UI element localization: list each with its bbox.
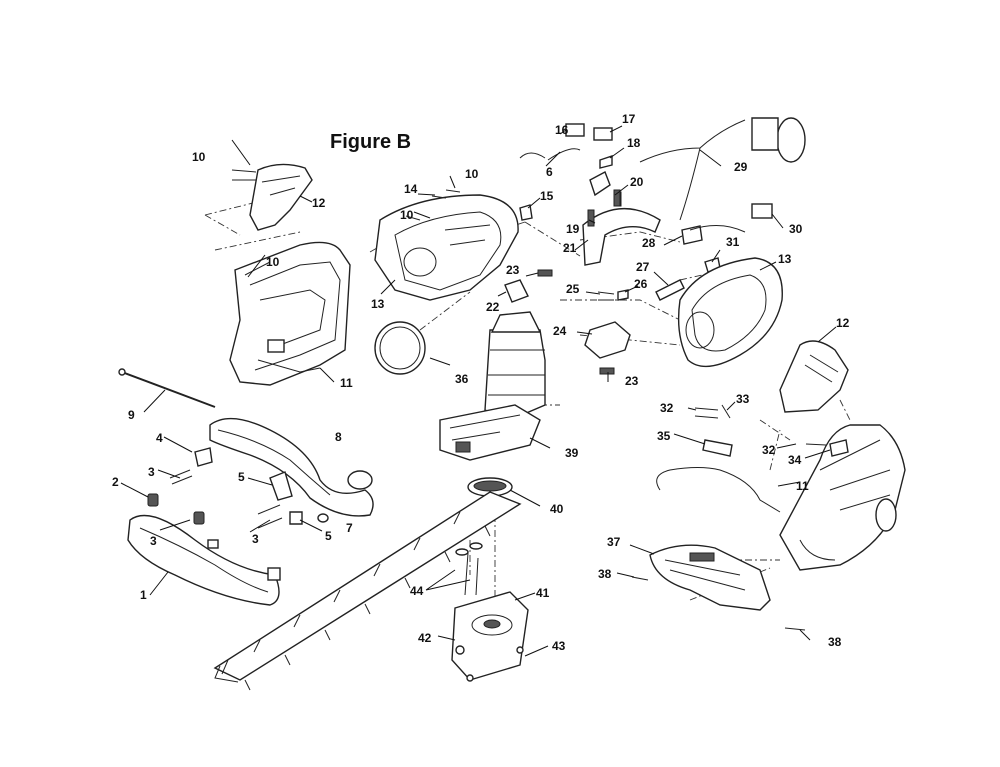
callout-43: 43 — [552, 639, 566, 653]
callout-5b: 5 — [325, 529, 332, 543]
part-39-motor — [439, 311, 546, 461]
callout-34: 34 — [788, 453, 802, 467]
callout-40: 40 — [550, 502, 564, 516]
part-36-ring — [374, 321, 426, 375]
callout-13-right: 13 — [778, 252, 792, 266]
callout-27: 27 — [636, 260, 650, 274]
parts-4-5-7-hardware — [169, 447, 329, 529]
callout-21: 21 — [563, 241, 577, 255]
callout-41: 41 — [536, 586, 550, 600]
callout-32b: 32 — [762, 443, 776, 457]
hedge-blade — [213, 491, 522, 691]
callout-12-right: 12 — [836, 316, 850, 330]
callout-44: 44 — [410, 584, 424, 598]
part-11-right-housing — [779, 424, 906, 571]
callout-11-right: 11 — [796, 479, 809, 493]
part-8-upper-handle — [209, 417, 374, 517]
callout-32a: 32 — [660, 401, 674, 415]
callout-2: 2 — [112, 475, 119, 489]
callout-6: 6 — [546, 165, 553, 179]
part-13-right-housing — [677, 257, 783, 368]
callout-19: 19 — [566, 222, 580, 236]
callout-33: 33 — [736, 392, 750, 406]
callout-30: 30 — [789, 222, 803, 236]
callout-35: 35 — [657, 429, 671, 443]
callout-24: 24 — [553, 324, 567, 338]
callout-11-left: 11 — [340, 376, 353, 390]
callout-12-left: 12 — [312, 196, 326, 210]
part-40-gear — [467, 477, 513, 497]
part-9-long-screw — [118, 368, 216, 408]
callout-26: 26 — [634, 277, 648, 291]
callout-29: 29 — [734, 160, 748, 174]
callout-25: 25 — [566, 282, 580, 296]
figure-title: Figure B — [330, 131, 411, 153]
callout-42: 42 — [418, 631, 432, 645]
part-21-trigger — [582, 191, 661, 266]
callout-7: 7 — [346, 521, 353, 535]
callout-38b: 38 — [828, 635, 842, 649]
parts-32-35-hardware — [656, 404, 849, 513]
callout-38a: 38 — [598, 567, 612, 581]
callout-37: 37 — [607, 535, 621, 549]
part-13-center-housing — [374, 194, 519, 301]
callout-16: 16 — [555, 123, 569, 137]
callout-labels: 1 2 3 3 3 4 5 5 6 7 8 9 10 10 10 10 11 1… — [112, 112, 850, 653]
leader-lines — [120, 125, 837, 657]
parts-10-15-19-20-screws-springs — [231, 169, 621, 276]
callout-8: 8 — [335, 430, 342, 444]
callout-14: 14 — [404, 182, 418, 196]
part-29-cord — [639, 117, 806, 221]
callout-9: 9 — [128, 408, 135, 422]
callout-23b: 23 — [625, 374, 639, 388]
callout-36: 36 — [455, 372, 469, 386]
callout-10d: 10 — [400, 208, 414, 222]
callout-15: 15 — [540, 189, 554, 203]
part-1-lower-handle — [127, 514, 281, 606]
callout-28: 28 — [642, 236, 656, 250]
part-2-springs — [147, 493, 205, 525]
callout-22: 22 — [486, 300, 500, 314]
part-12-left-cover — [249, 163, 313, 231]
part-41-gear-base — [451, 542, 529, 682]
parts-25-31-switch-hardware — [597, 203, 773, 301]
callout-5a: 5 — [238, 470, 245, 484]
callout-31: 31 — [726, 235, 740, 249]
part-12-right-cover — [779, 340, 849, 413]
callout-39: 39 — [565, 446, 579, 460]
callout-10c: 10 — [465, 167, 479, 181]
callout-17: 17 — [622, 112, 636, 126]
callout-1: 1 — [140, 588, 147, 602]
part-11-left-housing — [229, 241, 351, 386]
part-37-blade-guard — [631, 544, 806, 631]
callout-10a: 10 — [192, 150, 206, 164]
callout-13-center: 13 — [371, 297, 385, 311]
callout-4: 4 — [156, 431, 163, 445]
callout-20: 20 — [630, 175, 644, 189]
parts-22-23-24-brushes — [504, 269, 631, 375]
callout-23a: 23 — [506, 263, 520, 277]
callout-10b: 10 — [266, 255, 280, 269]
callout-3b: 3 — [150, 534, 157, 548]
callout-3a: 3 — [148, 465, 155, 479]
parts-6-16-17-18-switch — [519, 123, 613, 197]
callout-3c: 3 — [252, 532, 259, 546]
callout-18: 18 — [627, 136, 641, 150]
